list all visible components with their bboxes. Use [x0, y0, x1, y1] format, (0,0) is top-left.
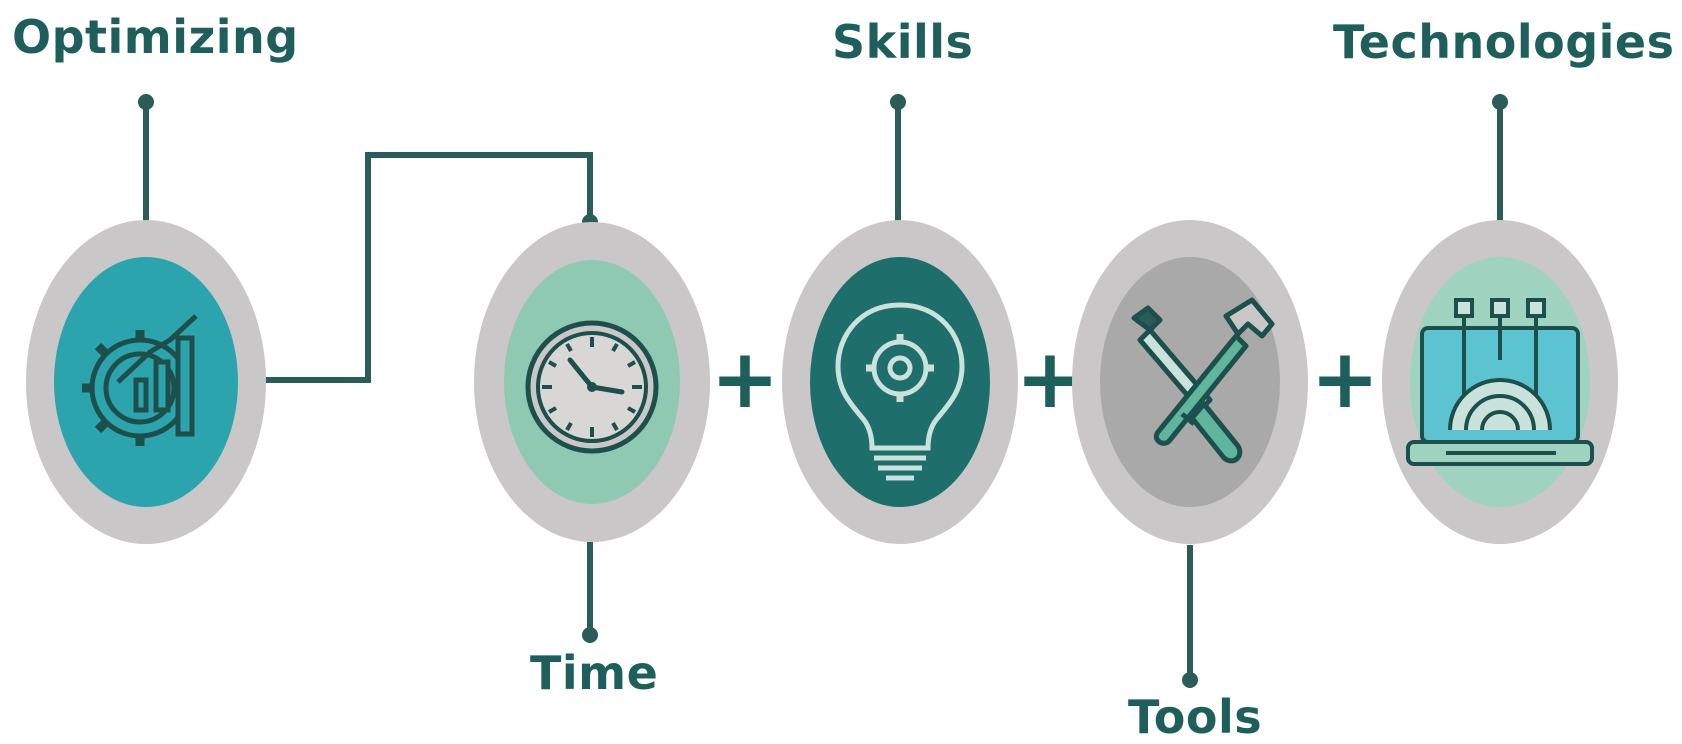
label-time: Time	[530, 646, 659, 700]
label-technologies: Technologies	[1333, 15, 1675, 69]
svg-text:+: +	[711, 332, 780, 427]
skills-disc	[810, 257, 990, 507]
optimizing-to-time-connector	[258, 152, 593, 383]
wrench-hammer-icon	[1131, 297, 1275, 464]
label-tools: Tools	[1128, 690, 1263, 744]
label-optimizing: Optimizing	[12, 10, 299, 64]
svg-text:+: +	[1311, 332, 1380, 427]
tools-leader-dot	[1182, 672, 1198, 688]
connector-lines	[143, 102, 1503, 680]
node-time	[474, 222, 710, 542]
optimizing-leader-dot	[138, 94, 154, 110]
lightbulb-gear-icon	[835, 302, 965, 481]
plus-operator-3: +	[1311, 332, 1380, 427]
plus-operator-1: +	[711, 332, 780, 427]
technologies-leader-dot	[1492, 94, 1508, 110]
gear-chart-icon	[82, 314, 198, 446]
node-optimizing	[26, 220, 266, 544]
node-tools	[1072, 220, 1308, 544]
laptop-network-icon	[1406, 298, 1594, 466]
time-leader-dot	[582, 627, 598, 643]
connector-dots	[138, 94, 1508, 688]
node-skills	[782, 220, 1018, 544]
label-skills: Skills	[832, 15, 974, 69]
node-technologies	[1382, 220, 1618, 544]
skills-leader-dot	[890, 94, 906, 110]
clock-icon	[525, 320, 659, 454]
